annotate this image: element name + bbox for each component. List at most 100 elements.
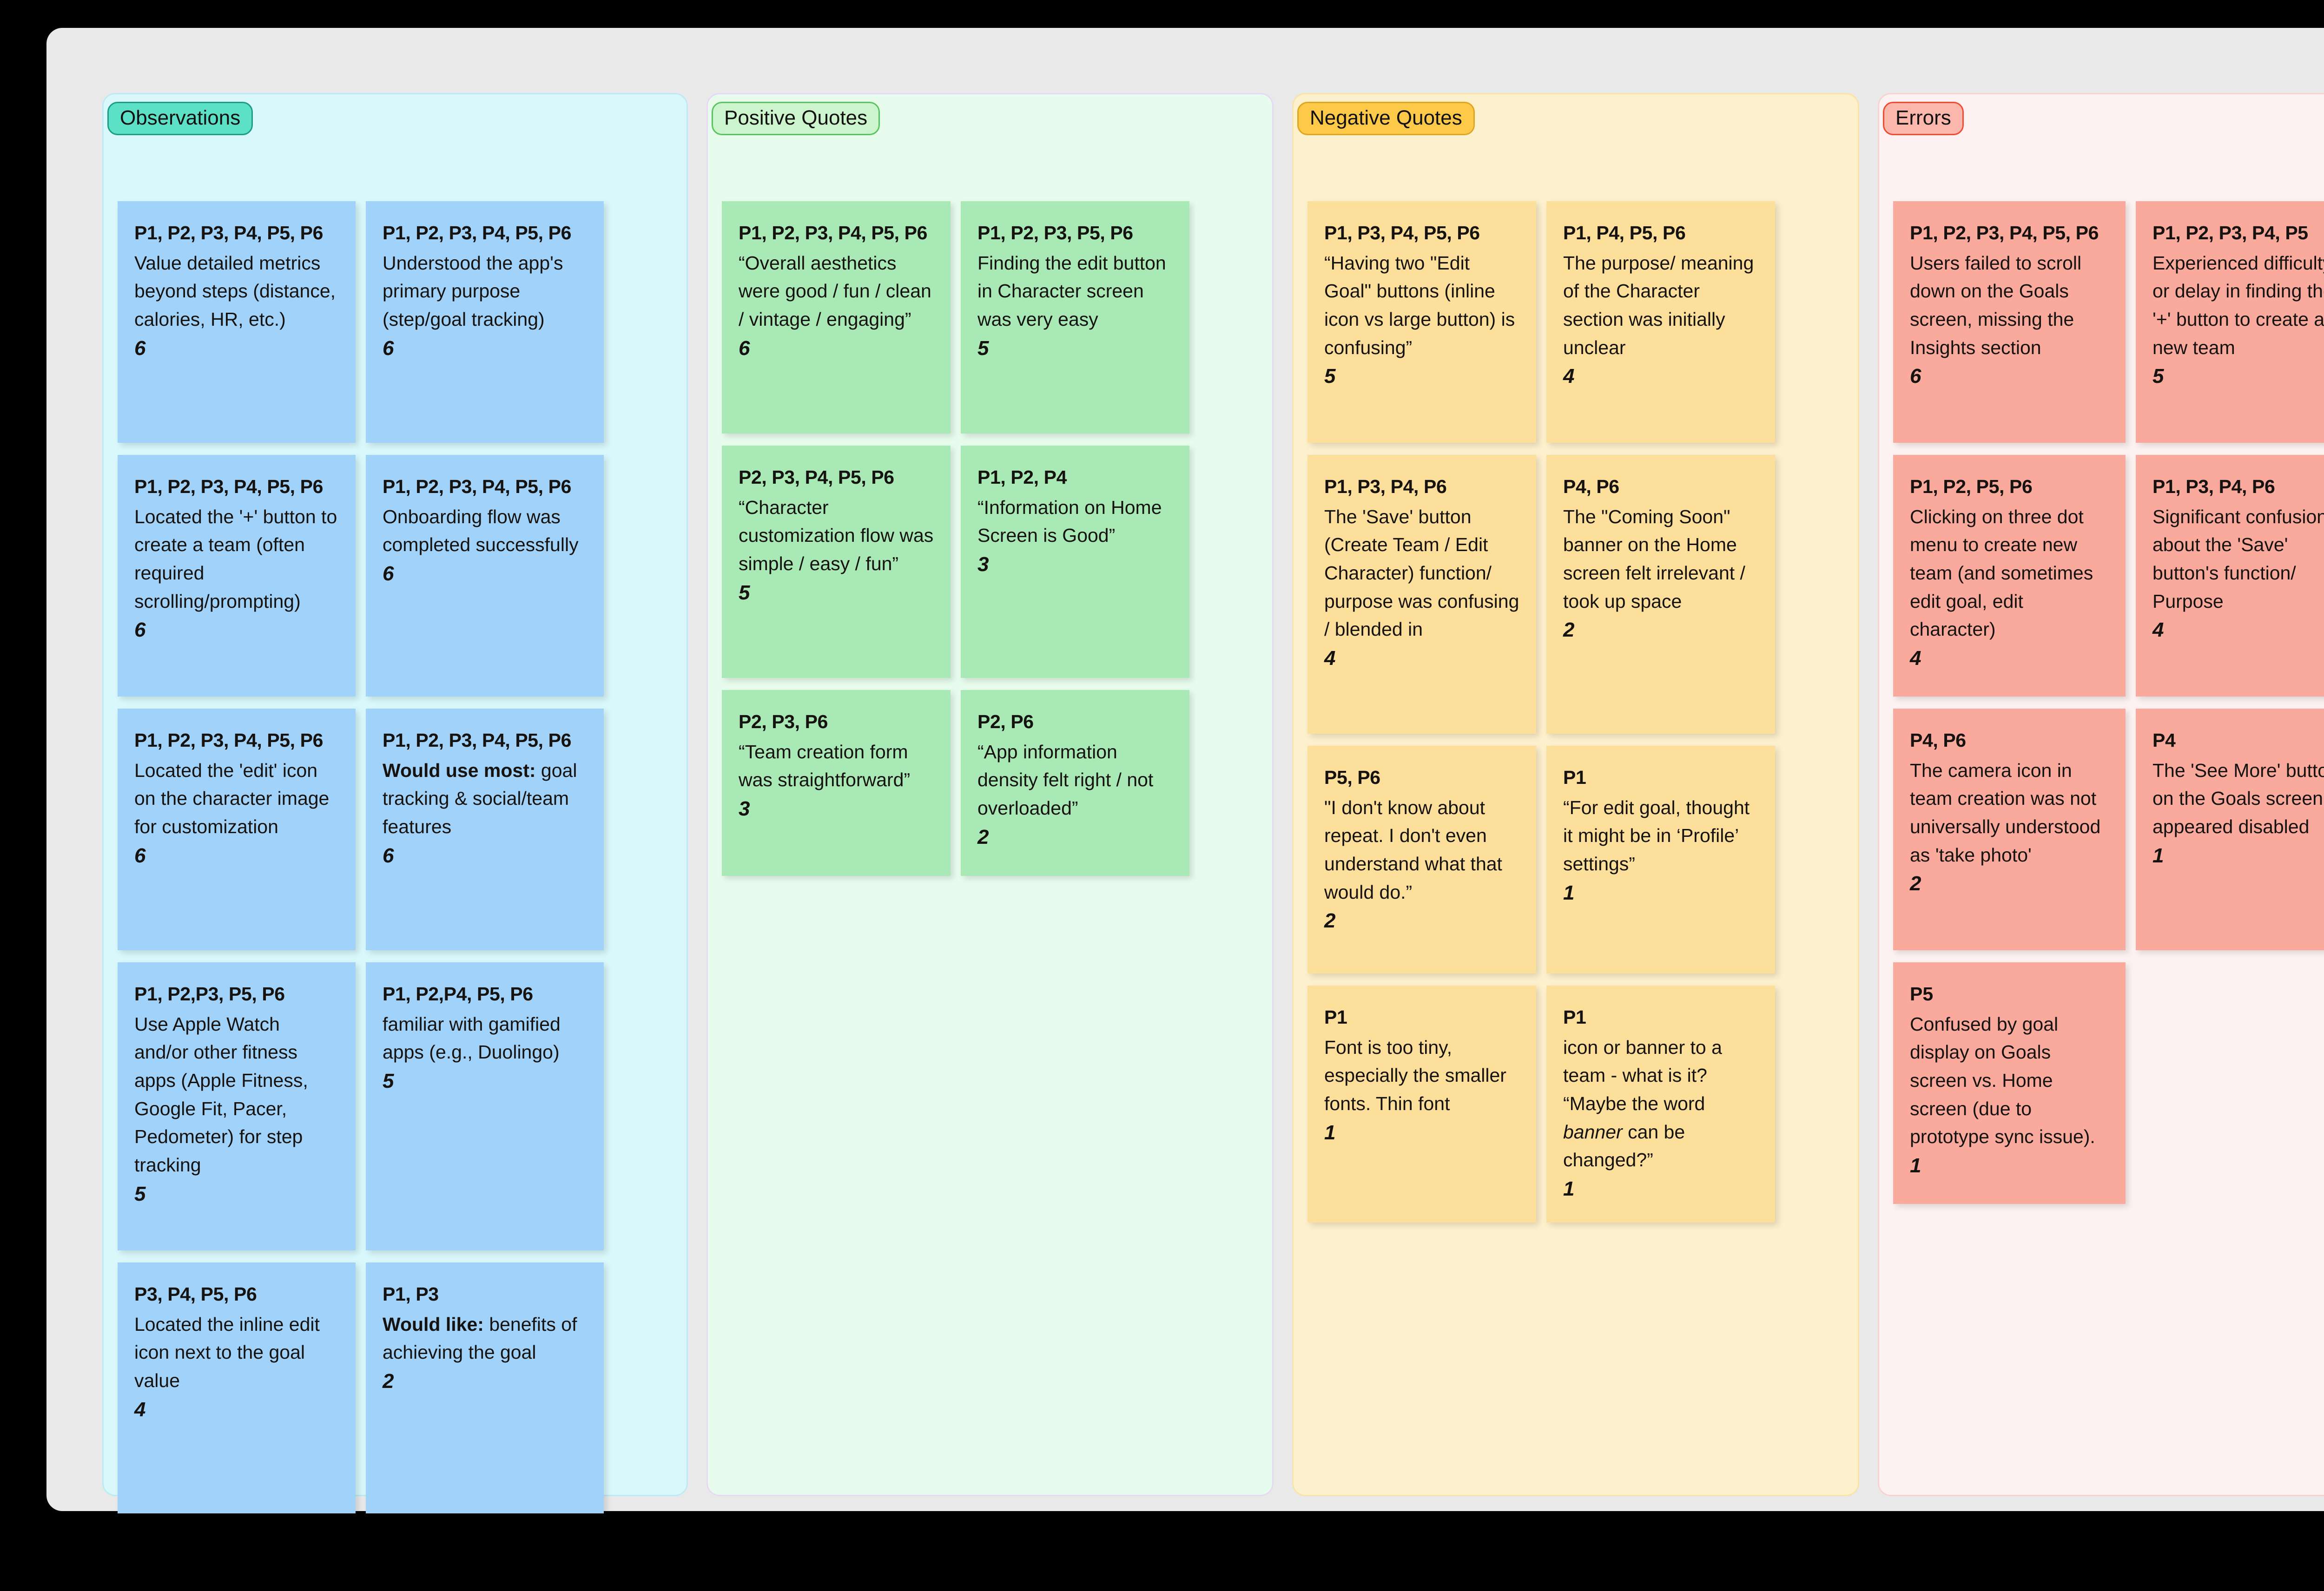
sticky-note[interactable]: P1, P2, P3, P4, P5, P6 Would use most: go… [366, 709, 604, 950]
column-header-observations[interactable]: Observations [107, 102, 253, 136]
note-text: “For edit goal, thought it might be in ‘… [1563, 796, 1755, 875]
sticky-note[interactable]: P1, P2,P4, P5, P6 familiar with gamified … [366, 962, 604, 1250]
note-count: 6 [383, 844, 394, 867]
note-count: 5 [739, 581, 750, 604]
sticky-note[interactable]: P1, P2,P3, P5, P6 Use Apple Watch and/or … [118, 962, 356, 1250]
note-count: 5 [2152, 365, 2164, 388]
note-text: “Team creation form was straightforward” [739, 741, 913, 791]
note-count: 2 [1563, 618, 1575, 642]
note-text: familiar with gamified apps (e.g., Duoli… [383, 1013, 566, 1063]
column-observations[interactable]: Observations P1, P2, P3, P4, P5, P6 Value… [102, 93, 688, 1513]
sticky-note[interactable]: P1, P2, P4 “Information on Home Screen is… [961, 446, 1189, 678]
sticky-note[interactable]: P1, P3, P4, P5, P6 “Having two "Edit Goal… [1307, 201, 1536, 443]
note-text: The 'See More' button on the Goals scree… [2152, 759, 2324, 838]
column-header-positive-quotes[interactable]: Positive Quotes [712, 102, 880, 136]
note-text: “Information on Home Screen is Good” [977, 496, 1167, 546]
note-text: Finding the edit button in Character scr… [977, 252, 1172, 330]
board-canvas: Observations P1, P2, P3, P4, P5, P6 Value… [46, 28, 2324, 1513]
note-count: 1 [2152, 844, 2164, 867]
sticky-note[interactable]: P1, P2, P3, P4, P5, P6 “Overall aesthetic… [722, 201, 951, 434]
note-text: The purpose/ meaning of the Character se… [1563, 252, 1759, 358]
note-participants: P2, P6 [977, 711, 1034, 732]
note-participants: P4 [2152, 730, 2176, 751]
note-participants: P1, P3, P4, P6 [2152, 476, 2275, 497]
note-participants: P5, P6 [1324, 767, 1380, 788]
column-header-negative-quotes[interactable]: Negative Quotes [1297, 102, 1475, 136]
column-positive-quotes[interactable]: Positive Quotes P1, P2, P3, P4, P5, P6 “O… [706, 93, 1274, 1496]
note-participants: P1, P2, P3, P4, P5 [2152, 222, 2308, 243]
note-participants: P1, P2,P3, P5, P6 [134, 983, 285, 1005]
note-participants: P1, P2, P3, P4, P5, P6 [739, 222, 928, 243]
note-text: Would use most: goal tracking & social/t… [383, 759, 582, 838]
note-count: 5 [134, 1182, 146, 1205]
note-participants: P3, P4, P5, P6 [134, 1283, 257, 1305]
column-body-observations: P1, P2, P3, P4, P5, P6 Value detailed met… [104, 201, 687, 1513]
note-text: “Having two "Edit Goal" buttons (inline … [1324, 252, 1520, 358]
note-count: 6 [134, 336, 146, 360]
sticky-note[interactable]: P1, P3 Would like: benefits of achieving … [366, 1262, 604, 1513]
column-header-errors[interactable]: Errors [1883, 102, 1964, 136]
note-count: 4 [1563, 365, 1575, 388]
note-participants: P1, P2,P4, P5, P6 [383, 983, 533, 1005]
note-text: Value detailed metrics beyond steps (dis… [134, 252, 341, 330]
note-count: 2 [383, 1370, 394, 1393]
sticky-note[interactable]: P1“For edit goal, thought it might be in… [1546, 746, 1775, 973]
note-participants: P1, P2, P3, P4, P5, P6 [383, 222, 572, 243]
note-text: "I don't know about repeat. I don't even… [1324, 796, 1508, 903]
note-count: 4 [1324, 647, 1336, 670]
note-participants: P1, P3 [383, 1283, 439, 1305]
sticky-note[interactable]: P2, P3, P4, P5, P6“Character customizati… [722, 446, 951, 678]
note-text: Understood the app's primary purpose (st… [383, 252, 568, 330]
note-participants: P1 [1563, 1006, 1586, 1028]
note-text: The camera icon in team creation was not… [1910, 759, 2106, 866]
note-participants: P1, P2, P3, P4, P5, P6 [383, 476, 572, 497]
note-count: 4 [134, 1398, 146, 1421]
note-participants: P1, P2, P3, P4, P5, P6 [134, 222, 324, 243]
note-participants: P1, P3, P4, P5, P6 [1324, 222, 1480, 243]
note-participants: P1, P4, P5, P6 [1563, 222, 1686, 243]
note-text: Would like: benefits of achieving the go… [383, 1313, 582, 1363]
note-count: 5 [383, 1070, 394, 1093]
sticky-note[interactable]: P5, P6 "I don't know about repeat. I don'… [1307, 746, 1536, 973]
note-text: Located the inline edit icon next to the… [134, 1313, 325, 1392]
note-participants: P2, P3, P4, P5, P6 [739, 467, 894, 488]
column-negative-quotes[interactable]: Negative Quotes P1, P3, P4, P5, P6 “Havin… [1292, 93, 1859, 1496]
sticky-note[interactable]: P4, P6 The "Coming Soon" banner on the Ho… [1546, 455, 1775, 734]
note-text: The "Coming Soon" banner on the Home scr… [1563, 506, 1751, 612]
note-participants: P1, P2, P3, P4, P5, P6 [134, 476, 324, 497]
sticky-note[interactable]: P2, P3, P6 “Team creation form was straig… [722, 690, 951, 876]
note-participants: P1, P2, P3, P4, P5, P6 [383, 730, 572, 751]
note-participants: P2, P3, P6 [739, 711, 828, 732]
note-participants: P1 [1324, 1006, 1347, 1028]
sticky-note[interactable]: P1, P4, P5, P6 The purpose/ meaning of th… [1546, 201, 1775, 443]
note-participants: P4, P6 [1563, 476, 1619, 497]
sticky-note[interactable]: P2, P6 “App information density felt righ… [961, 690, 1189, 876]
note-count: 6 [1910, 365, 1921, 388]
note-count: 5 [1324, 365, 1336, 388]
note-participants: P1, P2, P4 [977, 467, 1067, 488]
sticky-note[interactable]: P1, P2, P3, P4, P5, P6 Understood the app… [366, 201, 604, 443]
sticky-note[interactable]: P3, P4, P5, P6 Located the inline edit ic… [118, 1262, 356, 1513]
note-count: 6 [134, 844, 146, 867]
note-text: “Overall aesthetics were good / fun / cl… [739, 252, 937, 330]
note-text: Use Apple Watch and/or other fitness app… [134, 1013, 314, 1176]
note-text: Clicking on three dot menu to create new… [1910, 506, 2099, 640]
note-count: 3 [977, 553, 989, 576]
sticky-note[interactable]: P1, P2, P3, P4, P5, P6 Value detailed met… [118, 201, 356, 443]
note-text: “App information density felt right / no… [977, 741, 1159, 819]
